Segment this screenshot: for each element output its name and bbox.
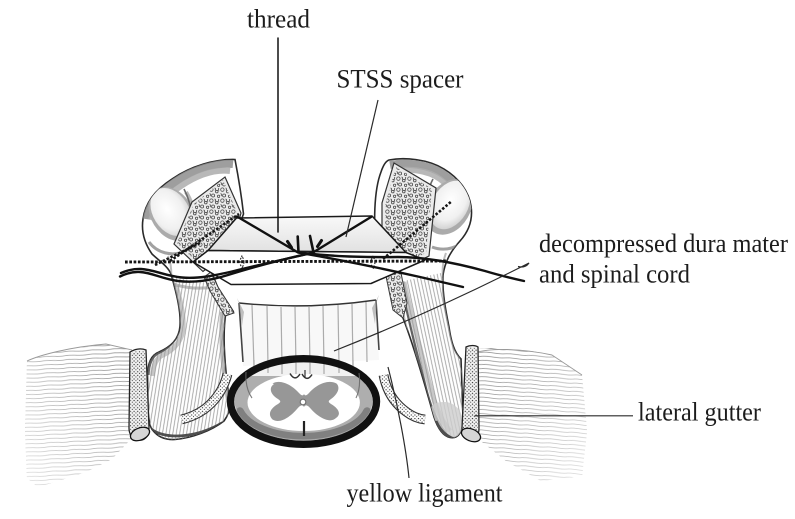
- svg-text:yellow ligament: yellow ligament: [347, 479, 504, 508]
- svg-text:STSS spacer: STSS spacer: [337, 65, 464, 94]
- svg-text:thread: thread: [247, 5, 310, 34]
- svg-text:and spinal cord: and spinal cord: [539, 260, 690, 289]
- svg-text:decompressed dura mater: decompressed dura mater: [539, 229, 788, 258]
- svg-text:lateral gutter: lateral gutter: [638, 398, 761, 427]
